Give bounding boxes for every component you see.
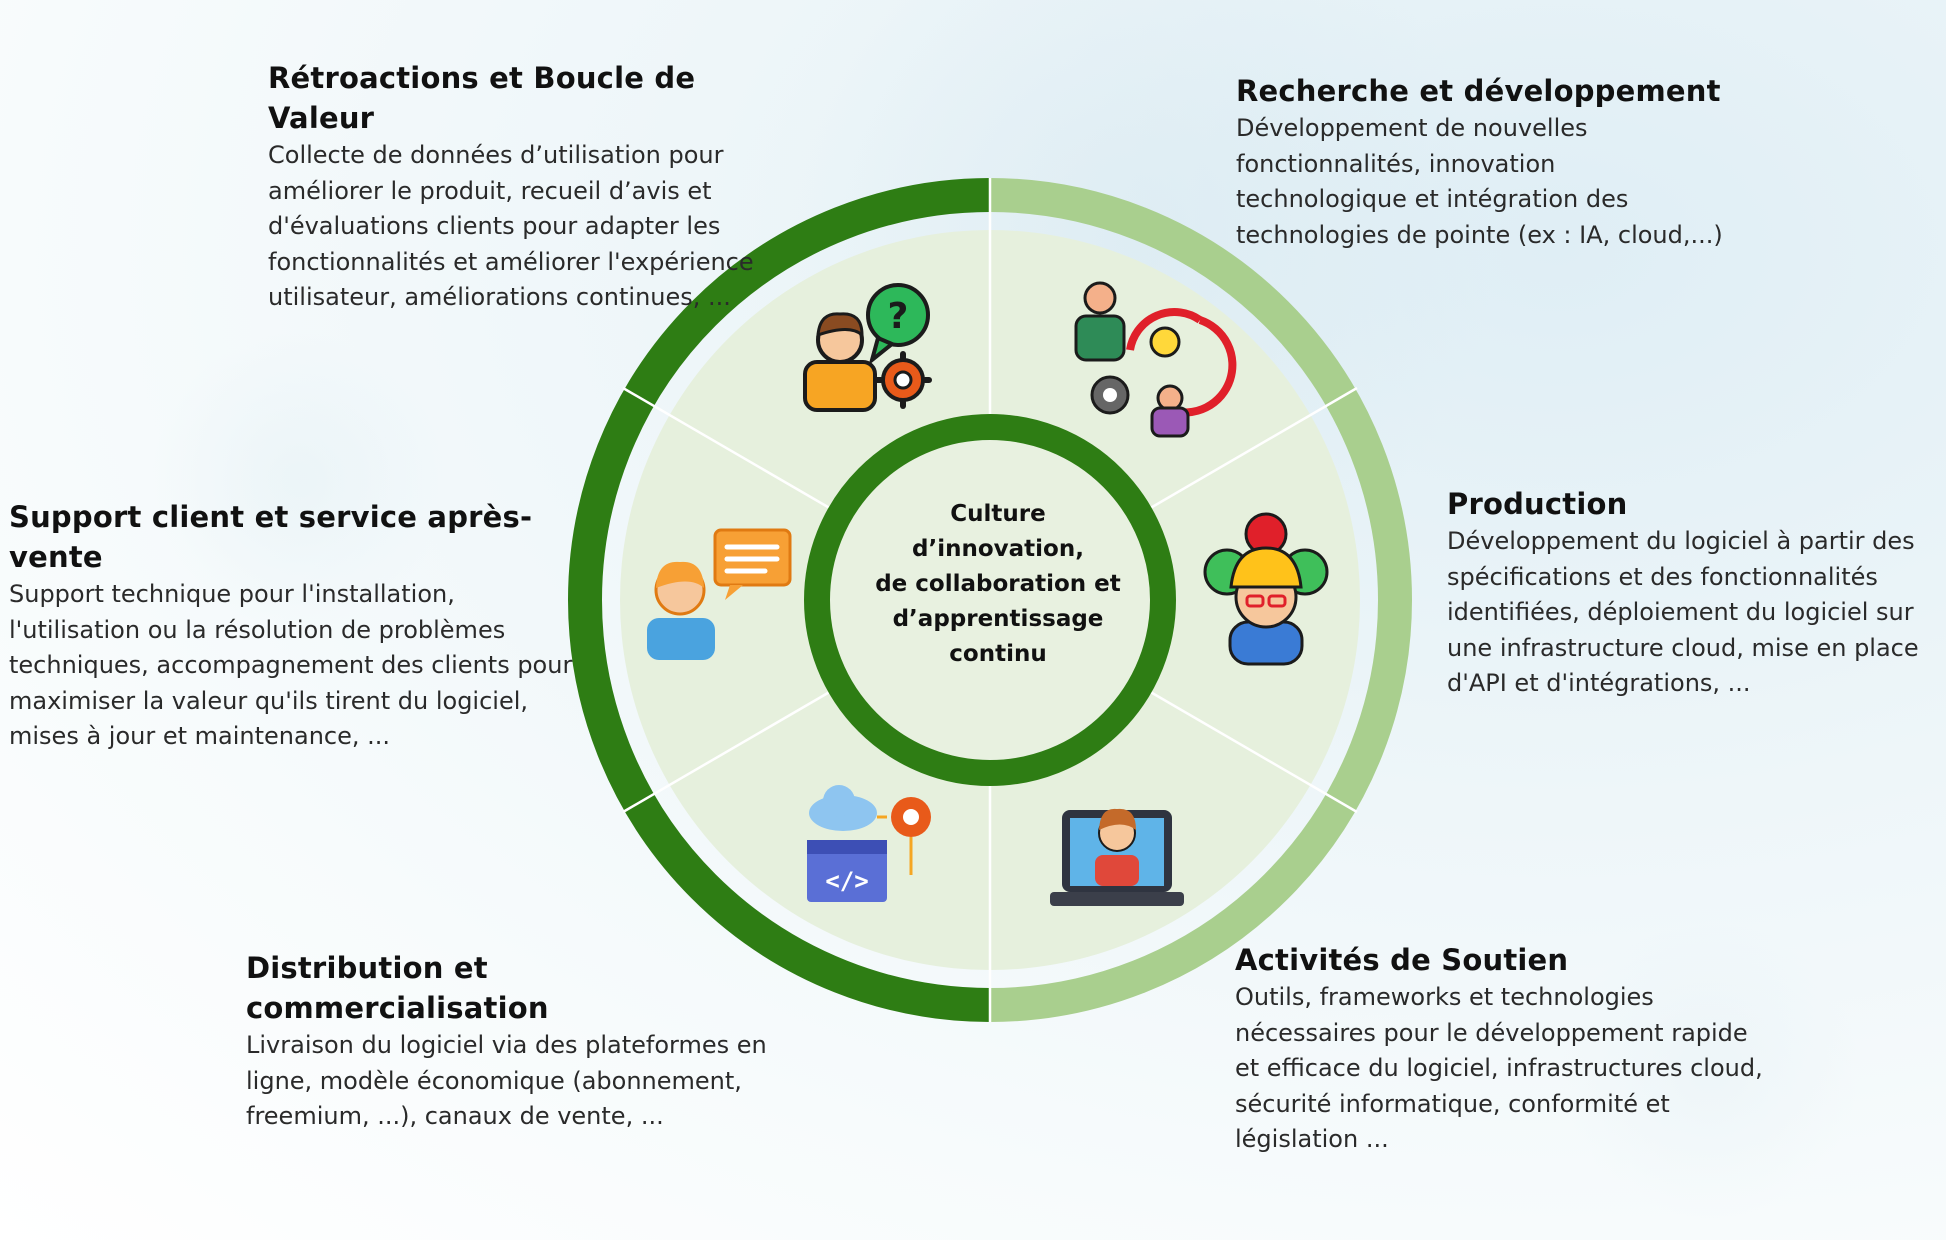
customer-question-gear-icon: ? xyxy=(803,283,932,412)
section-support-title: Support client et service après-vente xyxy=(9,500,533,574)
section-soutien: Activités de Soutien Outils, frameworks … xyxy=(1235,940,1795,1158)
section-distribution-title: Distribution et commercialisation xyxy=(246,951,549,1025)
svg-text:</>: </> xyxy=(825,867,868,895)
svg-text:?: ? xyxy=(888,296,909,337)
background-people-shape xyxy=(150,330,450,630)
section-support-body: Support technique pour l'installation, l… xyxy=(9,580,573,750)
section-recherche-title: Recherche et développement xyxy=(1236,74,1721,108)
section-retroactions-title: Rétroactions et Boucle de Valeur xyxy=(268,61,696,135)
section-soutien-body: Outils, frameworks et technologies néces… xyxy=(1235,983,1763,1153)
segment-dividers xyxy=(622,178,1358,1022)
outer-band-light xyxy=(989,178,1412,1022)
section-support: Support client et service après-vente Su… xyxy=(9,497,589,755)
section-distribution-body: Livraison du logiciel via des plateforme… xyxy=(246,1031,767,1130)
research-cycle-idea-icon xyxy=(1074,281,1237,438)
section-retroactions-body: Collecte de données d’utilisation pour a… xyxy=(268,141,754,311)
section-recherche-body: Développement de nouvelles fonctionnalit… xyxy=(1236,114,1723,249)
section-distribution: Distribution et commercialisation Livrai… xyxy=(246,948,786,1135)
section-production-title: Production xyxy=(1447,487,1628,521)
section-soutien-title: Activités de Soutien xyxy=(1235,943,1569,977)
section-recherche: Recherche et développement Développement… xyxy=(1236,71,1756,253)
laptop-developer-icon xyxy=(1050,808,1184,906)
inner-center-fill xyxy=(817,427,1163,773)
center-culture-text: Culture d’innovation, de collaboration e… xyxy=(875,501,1121,667)
inner-green-ring xyxy=(804,414,1176,786)
background-circle-shape xyxy=(1560,920,1860,1220)
section-production-body: Développement du logiciel à partir des s… xyxy=(1447,527,1919,697)
cloud-code-deploy-icon: </> xyxy=(807,785,931,902)
engineer-helmet-gears-icon xyxy=(1203,512,1329,666)
section-retroactions: Rétroactions et Boucle de Valeur Collect… xyxy=(268,58,788,316)
support-agent-chat-icon xyxy=(647,528,792,660)
outer-band-dark xyxy=(568,178,991,1022)
section-production: Production Développement du logiciel à p… xyxy=(1447,484,1937,702)
